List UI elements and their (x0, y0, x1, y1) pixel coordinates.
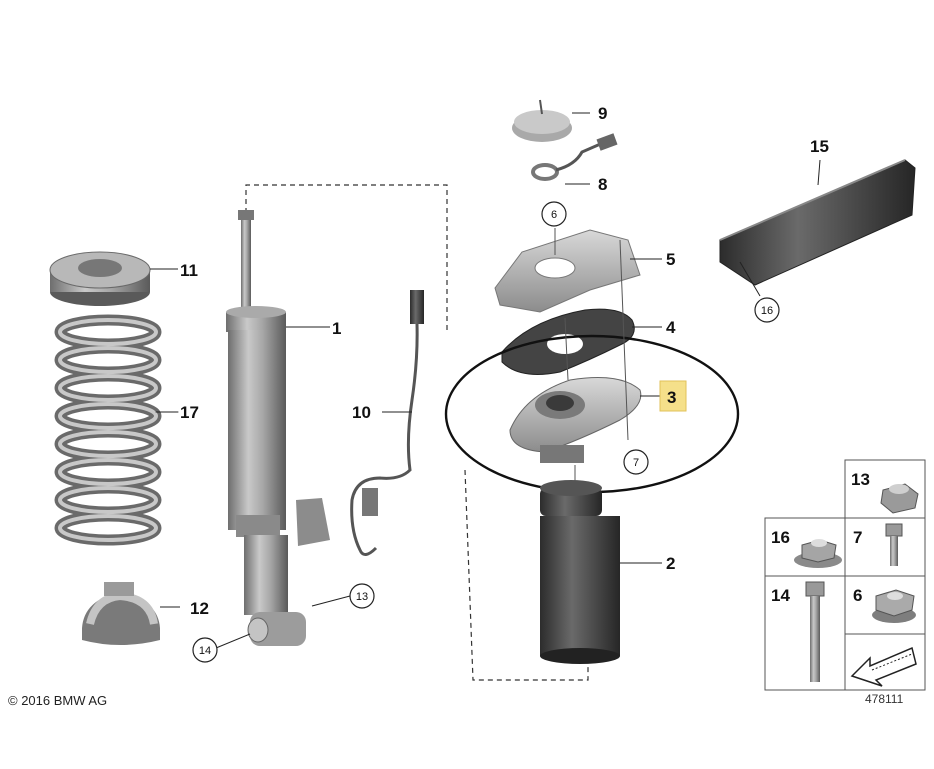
flange-nut-16 (794, 539, 842, 568)
cover-panel (719, 159, 916, 297)
assembly-dash-line (245, 184, 589, 681)
hex-nut-13 (880, 483, 919, 514)
callout-2[interactable]: 2 (666, 554, 675, 573)
svg-text:6: 6 (551, 209, 557, 221)
svg-text:14: 14 (199, 645, 211, 657)
gasket (501, 308, 662, 375)
bolt-7 (885, 523, 903, 566)
dust-boot (540, 480, 662, 664)
callouts: 9 8 5 4 3 2 1 10 11 17 12 15 6 7 16 13 (180, 104, 829, 663)
callout-3[interactable]: 3 (667, 388, 676, 407)
copyright-notice: © 2016 BMW AG (8, 693, 108, 708)
grid-label-16[interactable]: 16 (771, 528, 790, 547)
strut-bearing (509, 377, 662, 463)
callout-5[interactable]: 5 (666, 250, 675, 269)
shock-absorber (226, 210, 330, 646)
grid-label-14[interactable]: 14 (771, 586, 790, 605)
callout-12[interactable]: 12 (190, 599, 209, 618)
alignment-lines (554, 228, 629, 486)
callout-16-circled[interactable]: 16 (754, 297, 780, 323)
svg-text:13: 13 (356, 591, 368, 603)
callout-15[interactable]: 15 (810, 137, 829, 156)
callout-3-highlight (659, 380, 687, 412)
upper-spring-pad (49, 251, 178, 306)
top-mount-plate (494, 229, 662, 313)
lower-spring-pad (82, 582, 180, 645)
callout-13-circled[interactable]: 13 (311, 583, 375, 609)
grid-label-7[interactable]: 7 (853, 528, 862, 547)
collar-nut-6 (872, 589, 916, 623)
callout-1[interactable]: 1 (332, 319, 341, 338)
callout-17[interactable]: 17 (180, 403, 199, 422)
top-cap (512, 99, 590, 142)
direction-arrow-icon (850, 646, 917, 687)
svg-text:16: 16 (761, 305, 773, 317)
callout-8[interactable]: 8 (598, 175, 607, 194)
grid-label-13[interactable]: 13 (851, 470, 870, 489)
hardware-grid: 13 16 7 14 6 (764, 459, 926, 691)
diagram-number: 478111 (865, 692, 904, 706)
coil-spring (54, 314, 179, 546)
callout-6-circled[interactable]: 6 (541, 201, 567, 227)
grid-label-6[interactable]: 6 (853, 586, 862, 605)
callout-4[interactable]: 4 (666, 318, 676, 337)
svg-text:7: 7 (633, 457, 639, 469)
callout-7-circled[interactable]: 7 (623, 449, 649, 475)
bolt-14 (805, 581, 825, 682)
sensor-cable (350, 290, 424, 556)
callout-10[interactable]: 10 (352, 403, 371, 422)
callout-11[interactable]: 11 (180, 261, 198, 280)
sensor-lead (531, 133, 618, 185)
callout-9[interactable]: 9 (598, 104, 607, 123)
callout-14-circled[interactable]: 14 (192, 633, 251, 663)
